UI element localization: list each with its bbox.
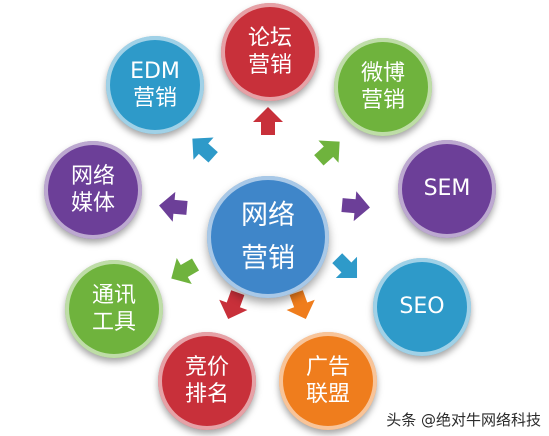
node-ads: 广告 联盟 — [279, 332, 377, 430]
node-tools: 通讯 工具 — [65, 260, 163, 358]
node-forum: 论坛 营销 — [221, 3, 319, 101]
arrow-icon — [332, 253, 358, 279]
node-sem: SEM — [398, 140, 496, 238]
node-media-line2: 媒体 — [70, 191, 115, 216]
node-seo: SEO — [373, 258, 471, 356]
center-node-line1: 网络 — [241, 199, 295, 231]
center-node-line2: 营销 — [241, 243, 295, 274]
node-edm-line2: 营销 — [132, 86, 177, 111]
node-ads-line1: 广告 — [305, 354, 350, 380]
arrow-icon — [219, 290, 248, 319]
node-ranking-line2: 排名 — [184, 382, 229, 407]
node-edm-line1: EDM — [130, 58, 180, 84]
node-forum-line1: 论坛 — [247, 25, 292, 51]
node-media-line1: 网络 — [70, 163, 115, 189]
node-sem-line1: SEM — [423, 176, 471, 202]
node-edm: EDM 营销 — [106, 36, 204, 134]
node-weibo-line1: 微博 — [360, 60, 405, 86]
node-ranking: 竞价 排名 — [158, 332, 256, 430]
node-seo-line1: SEO — [399, 294, 445, 320]
node-tools-line1: 通讯 — [91, 282, 136, 308]
arrow-icon — [253, 107, 283, 135]
node-ranking-line1: 竞价 — [184, 354, 229, 380]
arrow-icon — [192, 137, 218, 163]
arrow-icon — [341, 191, 370, 222]
node-forum-line2: 营销 — [247, 53, 292, 78]
watermark-text: 头条 @绝对牛网络科技 — [386, 411, 541, 429]
arrow-icon — [314, 140, 340, 166]
node-tools-line2: 工具 — [91, 310, 136, 335]
node-weibo: 微博 营销 — [334, 38, 432, 136]
node-ads-line2: 联盟 — [305, 382, 350, 407]
arrow-icon — [286, 290, 315, 319]
arrow-icon — [171, 258, 200, 284]
center-node: 网络 营销 — [207, 176, 329, 298]
arrow-icon — [159, 191, 188, 222]
node-media: 网络 媒体 — [44, 141, 142, 239]
node-weibo-line2: 营销 — [360, 88, 405, 113]
